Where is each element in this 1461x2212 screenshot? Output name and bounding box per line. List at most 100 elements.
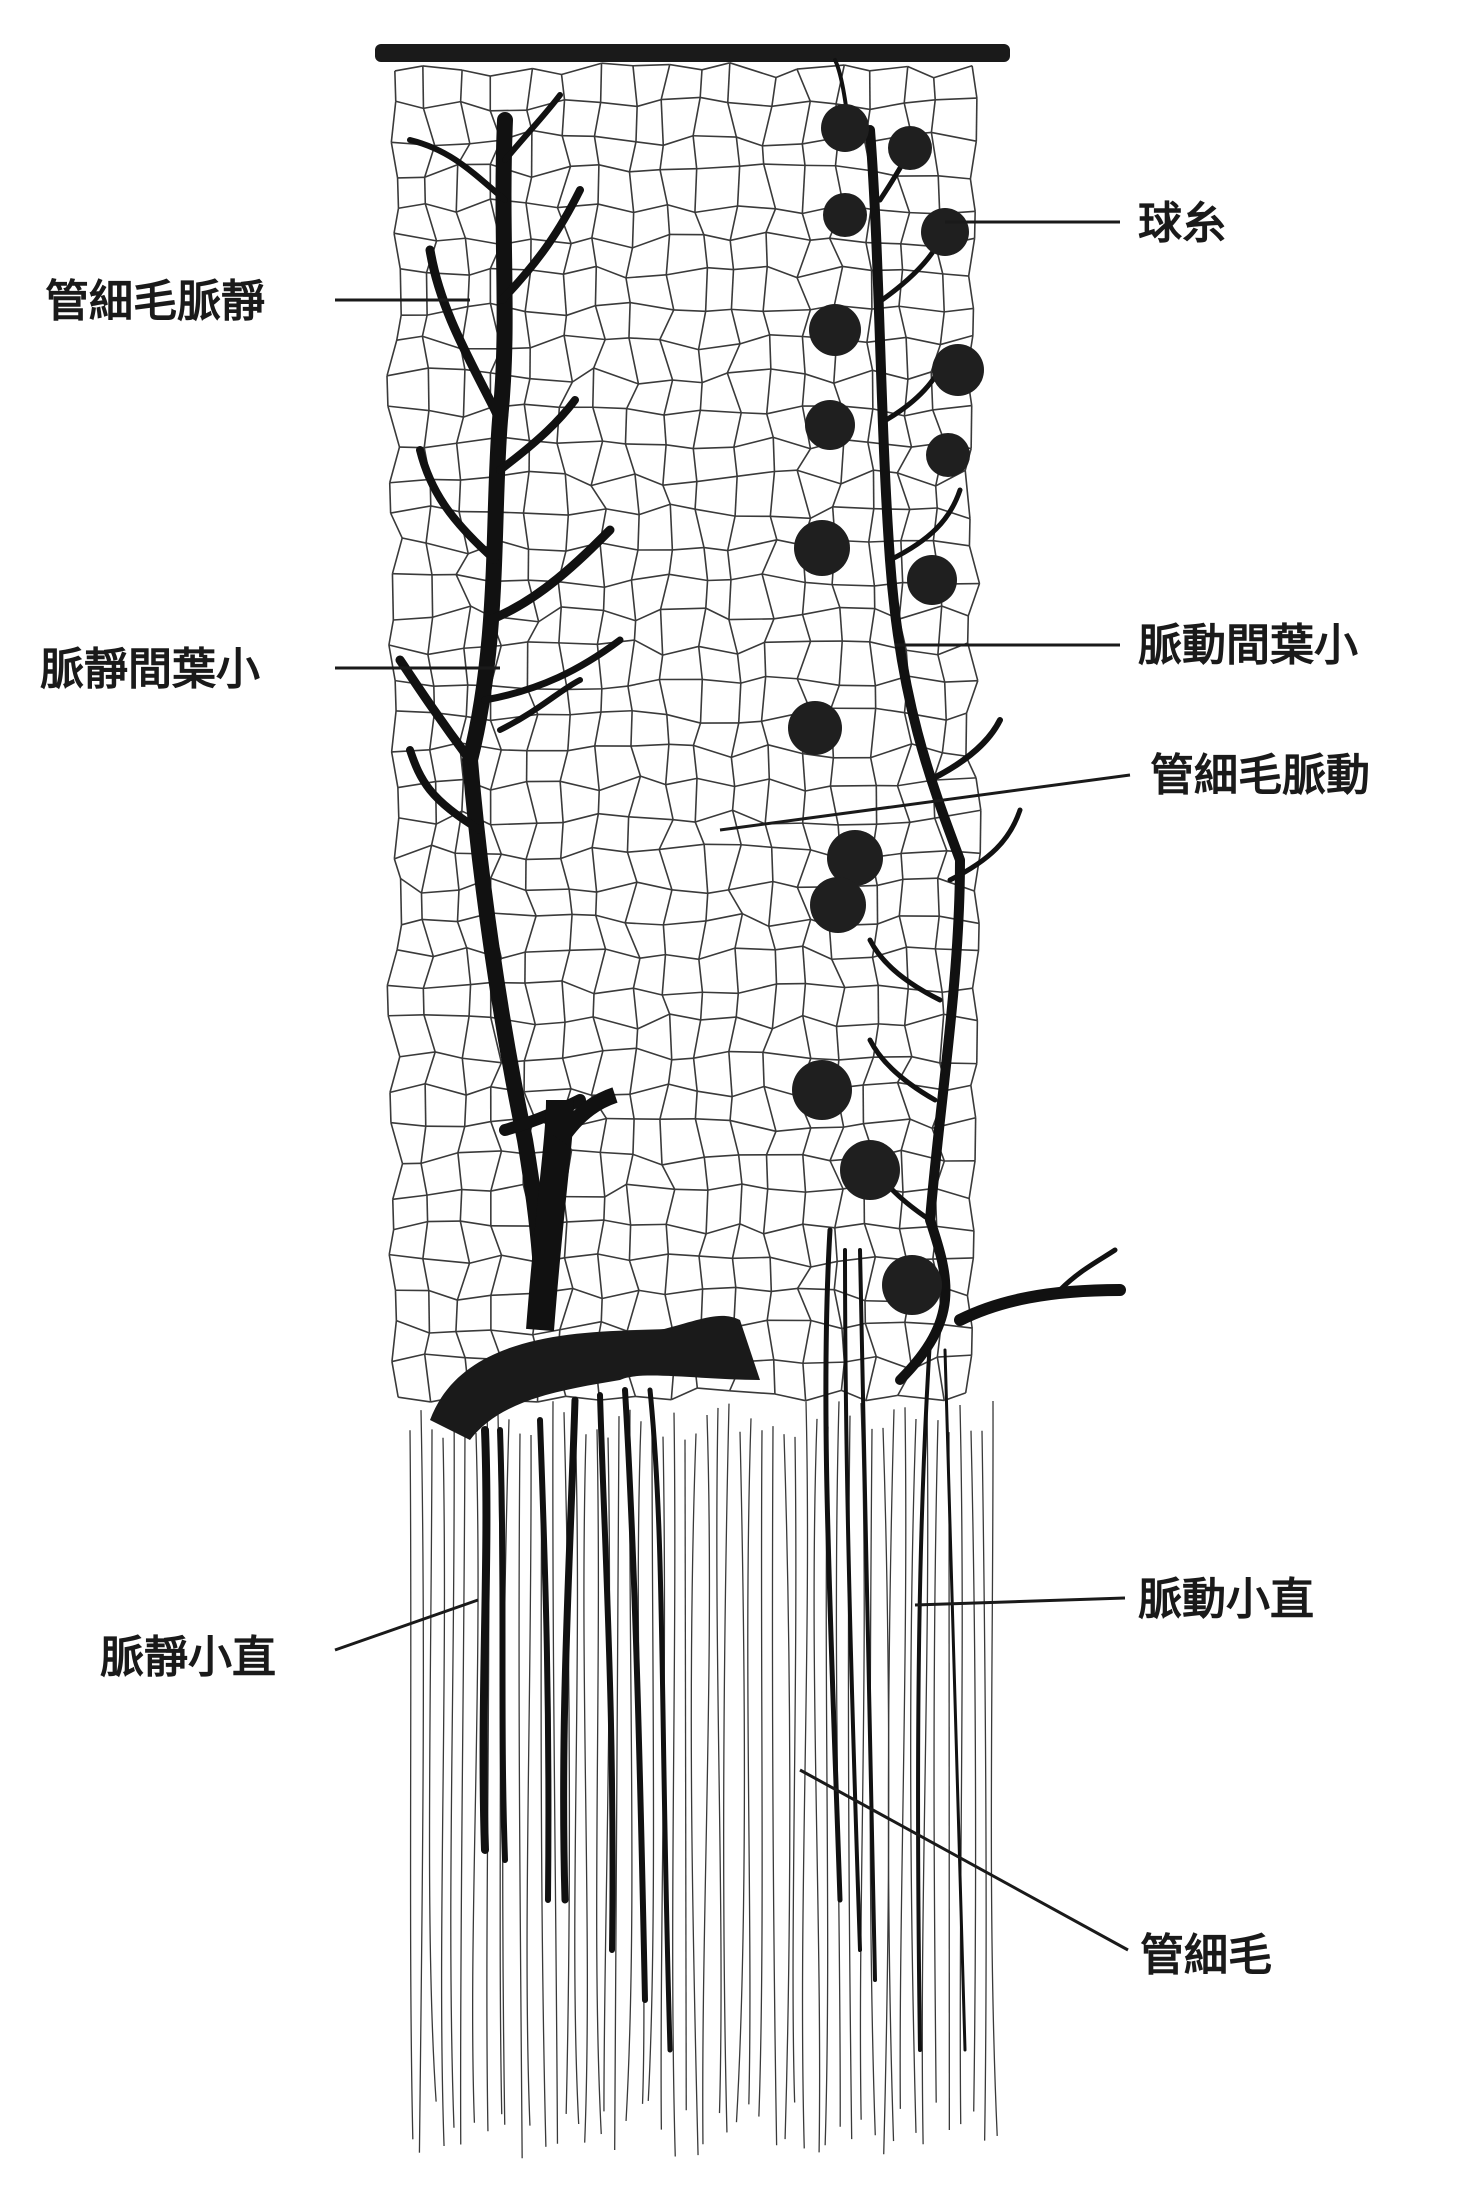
mesh-edge [661, 65, 670, 100]
mesh-edge [667, 715, 701, 724]
medulla-capillary [759, 1430, 762, 2116]
mesh-edge [391, 142, 397, 178]
mesh-edge [697, 778, 735, 786]
mesh-edge [663, 921, 706, 925]
mesh-edge [693, 447, 734, 448]
mesh-edge [423, 957, 433, 989]
mesh-edge [798, 1267, 811, 1288]
mesh-edge [458, 1153, 462, 1190]
mesh-edge [595, 266, 596, 305]
mesh-edge [526, 823, 537, 859]
mesh-edge [390, 1057, 400, 1093]
mesh-edge [776, 1128, 811, 1131]
mesh-edge [733, 786, 735, 810]
mesh-edge [865, 1323, 876, 1356]
mesh-edge [390, 1092, 391, 1122]
mesh-edge [389, 1255, 395, 1291]
medulla-capillary [419, 1410, 423, 2153]
mesh-edge [803, 754, 806, 791]
mesh-edge [596, 915, 606, 949]
mesh-edge [527, 69, 533, 111]
medulla-capillary [615, 1416, 619, 2150]
mesh-edge [730, 232, 766, 240]
mesh-edge [736, 137, 762, 146]
mesh-edge [598, 165, 599, 204]
mesh-edge [865, 1322, 905, 1323]
mesh-edge [595, 306, 605, 340]
mesh-edge [706, 893, 708, 921]
mesh-edge [397, 336, 423, 340]
mesh-edge [767, 414, 774, 437]
glomerulus-dot [840, 1140, 900, 1200]
mesh-edge [736, 993, 738, 1017]
mesh-edge [706, 608, 729, 619]
mesh-edge [697, 1388, 729, 1391]
mesh-edge [943, 274, 944, 312]
mesh-edge [873, 957, 879, 985]
mesh-edge [797, 679, 839, 686]
mesh-edge [803, 1192, 806, 1224]
medulla-capillary [673, 1413, 676, 2157]
mesh-edge [840, 608, 875, 609]
mesh-edge [867, 337, 906, 342]
mesh-edge [559, 643, 567, 690]
mesh-edge [770, 472, 774, 517]
mesh-edge [970, 179, 975, 211]
mesh-edge [433, 606, 471, 617]
mesh-edge [564, 335, 605, 339]
mesh-edge [429, 411, 464, 418]
mesh-edge [803, 1320, 811, 1363]
mesh-edge [797, 449, 810, 470]
mesh-edge [901, 1119, 910, 1150]
mesh-edge [565, 100, 601, 103]
mesh-edge [423, 102, 460, 109]
mesh-edge [910, 818, 935, 822]
mesh-edge [561, 607, 603, 611]
mesh-edge [423, 1222, 428, 1259]
mesh-edge [530, 379, 572, 382]
mesh-edge [425, 1084, 426, 1126]
mesh-edge [562, 136, 594, 137]
mesh-edge [901, 853, 903, 879]
mesh-edge [904, 416, 911, 447]
mesh-edge [731, 574, 762, 580]
mesh-edge [931, 132, 938, 175]
mesh-edge [763, 1052, 764, 1086]
mesh-edge [566, 1396, 600, 1400]
mesh-edge [423, 1259, 470, 1263]
mesh-edge [969, 519, 970, 546]
mesh-edge [835, 1189, 843, 1228]
mesh-edge [592, 204, 598, 238]
mesh-edge [866, 1395, 898, 1400]
mesh-edge [767, 1131, 776, 1154]
mesh-edge [594, 102, 600, 136]
mesh-edge [631, 746, 640, 776]
mesh-edge [562, 981, 565, 1022]
mesh-edge [868, 442, 912, 447]
mesh-edge [387, 985, 388, 1015]
mesh-edge [834, 266, 842, 305]
mesh-edge [733, 810, 766, 824]
mesh-edge [526, 203, 557, 208]
mesh-edge [797, 278, 810, 310]
mesh-edge [594, 136, 598, 165]
medulla-capillary [519, 1434, 522, 2159]
mesh-edge [630, 303, 674, 310]
mesh-edge [562, 136, 570, 167]
mesh-edge [625, 409, 626, 444]
mesh-edge [387, 985, 423, 988]
mesh-edge [730, 206, 737, 240]
mesh-edge [693, 136, 736, 137]
mesh-edge [566, 306, 595, 316]
mesh-edge [693, 136, 697, 169]
leader-arteriolae-rectae [915, 1598, 1125, 1605]
mesh-edge [457, 443, 461, 480]
mesh-edge [525, 312, 530, 348]
mesh-edge [877, 822, 910, 824]
mesh-edge [738, 166, 740, 206]
mesh-edge [425, 177, 426, 203]
mesh-edge [803, 946, 806, 983]
mesh-edge [972, 66, 977, 98]
mesh-edge [695, 212, 704, 234]
mesh-edge [661, 97, 700, 99]
